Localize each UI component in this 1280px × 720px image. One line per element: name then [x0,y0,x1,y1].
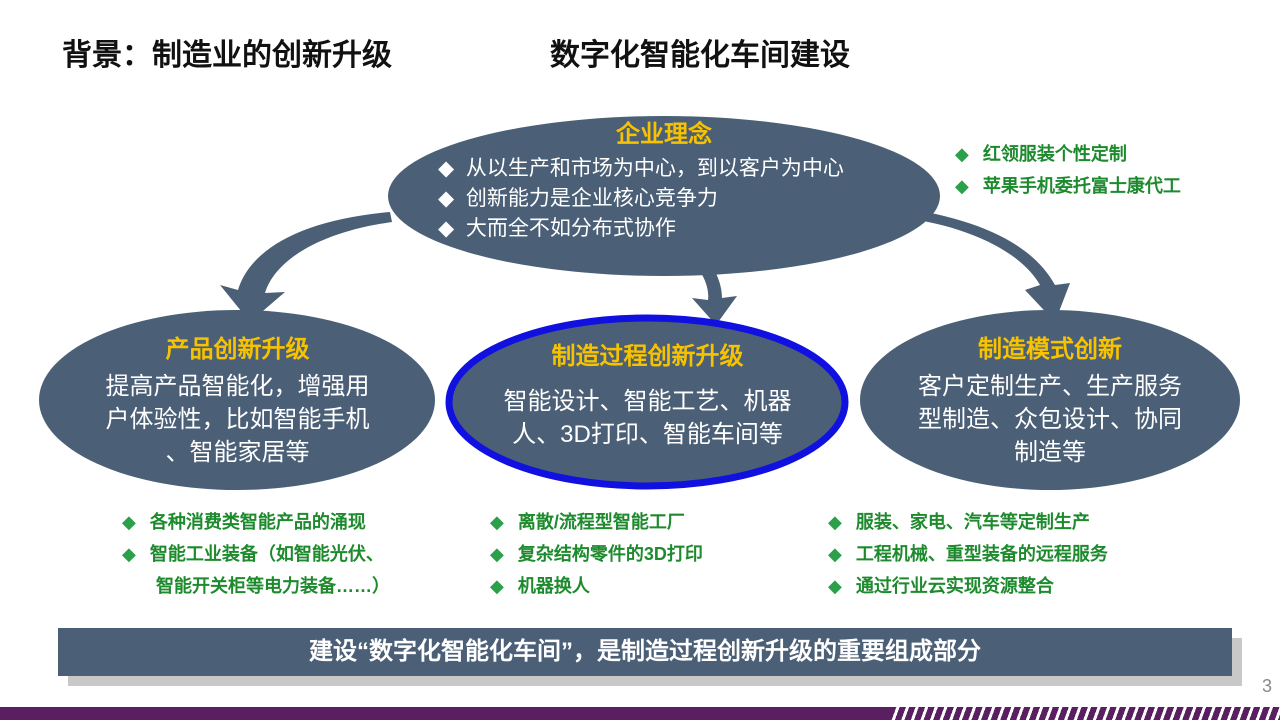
center-bullets: ◆ 从以生产和市场为中心，到以客户为中心 ◆ 创新能力是企业核心竞争力 ◆ 大而… [438,154,844,244]
examples-product: ◆各种消费类智能产品的涌现 ◆智能工业装备（如智能光伏、 智能开关柜等电力装备…… [122,512,390,596]
center-heading: 企业理念 [616,121,712,148]
node-process: 制造过程创新升级 智能设计、智能工艺、机器人、3D打印、智能车间等 [503,343,792,448]
center-bullet: ◆ 大而全不如分布式协作 [438,217,676,240]
arrow-left [220,212,392,322]
ellipse-process [445,314,849,490]
examples-mode: ◆服装、家电、汽车等定制生产 ◆工程机械、重型装备的远程服务 ◆通过行业云实现资… [828,512,1108,596]
node-mode: 制造模式创新 客户定制生产、生产服务型制造、众包设计、协同制造等 [918,336,1182,466]
arrow-middle [672,238,737,325]
conclusion-banner: 建设“数字化智能化车间”，是制造过程创新升级的重要组成部分 [58,628,1232,676]
examples-process: ◆离散/流程型智能工厂 ◆复杂结构零件的3D打印 ◆机器换人 [490,512,703,596]
side-examples: ◆红领服装个性定制 ◆苹果手机委托富士康代工 [955,144,1181,196]
ellipse-product [39,310,435,490]
ellipse-mode [860,310,1240,490]
slide-subtitle: 数字化智能化车间建设 [550,39,850,72]
slide-title: 背景：制造业的创新升级 [62,39,392,72]
page-number: 3 [1261,676,1272,696]
center-bullet: ◆ 从以生产和市场为中心，到以客户为中心 [438,157,844,180]
node-product: 产品创新升级 提高产品智能化，增强用户体验性，比如智能手机、智能家居等 [105,336,370,466]
ellipse-center [388,116,940,276]
center-bullet: ◆ 创新能力是企业核心竞争力 [438,187,718,210]
footer-stripes [890,707,1280,720]
